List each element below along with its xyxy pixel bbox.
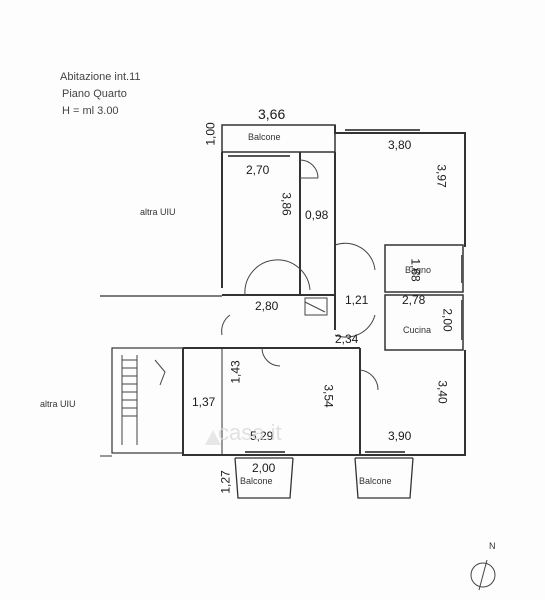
dim-1-37: 1,37 [192,395,216,409]
dim-3-86: 3,86 [279,192,294,216]
cucina-label: Cucina [403,325,432,335]
dim-1-00: 1,00 [203,122,218,146]
bagno-label: Bagno [405,265,432,275]
dim-3-90: 3,90 [388,429,412,443]
dim-3-97: 3,97 [434,164,449,188]
title-line-1: Abitazione int.11 [60,71,141,83]
dim-2-78: 2,78 [402,293,426,307]
balconies-bottom [234,457,414,499]
dim-2-00-vertical: 2,00 [440,308,455,332]
dim-1-43: 1,43 [228,360,243,384]
stairs [121,355,166,445]
dim-3-66: 3,66 [258,106,286,122]
dim-3-80: 3,80 [388,138,412,152]
dim-3-54: 3,54 [321,384,336,408]
dim-1-21: 1,21 [345,293,369,307]
dim-5-29: 5,29 [250,429,274,443]
dim-2-70: 2,70 [246,163,270,177]
dim-2-80: 2,80 [255,299,279,313]
windows [228,129,463,453]
balcone-top-label: Balcone [248,132,281,142]
balcone-bottom-right-label: Balcone [359,476,392,486]
dim-2-34: 2,34 [335,332,359,346]
dim-1-27: 1,27 [218,470,233,494]
dim-3-40: 3,40 [435,380,450,404]
dim-1-68: 1,68 [408,258,423,282]
dim-0-98: 0,98 [305,208,329,222]
watermark-logo [205,430,221,445]
doors [221,159,379,391]
altra-uiu-left-label: altra UIU [40,399,76,409]
north-symbol [470,559,496,591]
walls [100,124,466,457]
title-line-2: Piano Quarto [62,88,127,100]
dim-2-00-horizontal: 2,00 [252,461,276,475]
north-label: N [489,541,496,551]
title-line-3: H = ml 3.00 [62,105,119,117]
altra-uiu-top-label: altra UIU [140,207,176,217]
watermark-text: casa.it [218,420,282,445]
balcone-bottom-left-label: Balcone [240,476,273,486]
